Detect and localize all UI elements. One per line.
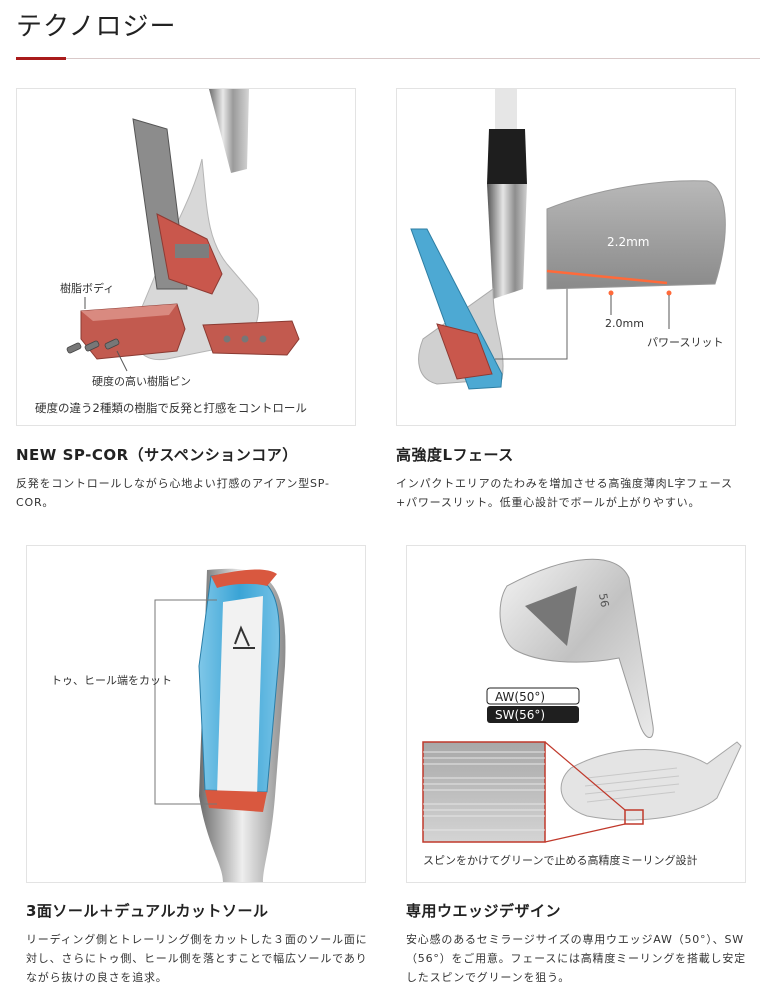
club-hosel	[487, 184, 527, 299]
power-slit-line	[546, 269, 668, 285]
label-toe-heel-cut: トゥ、ヒール端をカット	[51, 674, 172, 687]
wedge-design-image: 56 AW(50°) SW(56°) スピンをかけてグリーンで止める高精度ミーリ…	[406, 545, 746, 883]
face-view	[546, 180, 726, 290]
ferrule	[487, 129, 527, 184]
svg-text:AW(50°): AW(50°)	[495, 690, 545, 704]
section-heading-dual-cut-sole: 3面ソール＋デュアルカットソール	[26, 902, 269, 920]
image-caption: 硬度の違う2種類の樹脂で反発と打感をコントロール	[35, 401, 307, 415]
section-description-sp-cor: 反発をコントロールしながら心地よい打感のアイアン型SP-COR。	[16, 477, 330, 509]
section-description-l-face: インパクトエリアのたわみを増加させる高強度薄肉L字フェース+パワースリット。低重…	[396, 477, 733, 509]
label-resin-pin: 硬度の高い樹脂ピン	[92, 374, 191, 388]
section-heading-sp-cor: NEW SP-COR（サスペンションコア）	[16, 446, 298, 464]
heel-cut	[205, 790, 267, 812]
milling-detail	[422, 741, 546, 843]
title-divider-accent	[16, 57, 66, 60]
badge-aw	[486, 687, 580, 705]
label-face-thickness: 2.2mm	[607, 235, 649, 249]
title-divider	[16, 58, 760, 59]
sole-center	[217, 596, 263, 796]
l-face-image: 2.2mm 2.0mm パワースリット	[396, 88, 736, 426]
image-caption: スピンをかけてグリーンで止める高精度ミーリング設計	[423, 853, 697, 867]
section-heading-l-face: 高強度Lフェース	[396, 446, 514, 464]
page-title: テクノロジー	[16, 12, 177, 42]
section-description-wedge-design: 安心感のあるセミラージサイズの専用ウエッジAW（50°）、SW（56°）をご用意…	[406, 933, 746, 984]
resin-body-part-2	[202, 320, 300, 356]
section-description-dual-cut-sole: リーディング側とトレーリング側をカットした３面のソール面に対し、さらにトゥ側、ヒ…	[26, 933, 368, 984]
section-heading-wedge-design: 専用ウエッジデザイン	[406, 902, 562, 920]
resin-pins	[66, 338, 120, 354]
label-resin-body: 樹脂ボディ	[60, 281, 114, 295]
wedge-logo	[525, 586, 577, 646]
label-sole-thickness: 2.0mm	[605, 317, 644, 330]
wedge-face	[560, 741, 742, 821]
dual-cut-sole-image: トゥ、ヒール端をカット	[26, 545, 366, 883]
svg-text:SW(56°): SW(56°)	[495, 708, 545, 722]
badge-sw	[487, 706, 579, 723]
sp-cor-image: 樹脂ボディ 硬度の高い樹脂ピン 硬度の違う2種類の樹脂で反発と打感をコントロール	[16, 88, 356, 426]
club-number: 56	[596, 592, 611, 608]
label-power-slit: パワースリット	[647, 336, 723, 349]
club-shaft	[209, 89, 249, 173]
toe-cut	[211, 569, 277, 588]
